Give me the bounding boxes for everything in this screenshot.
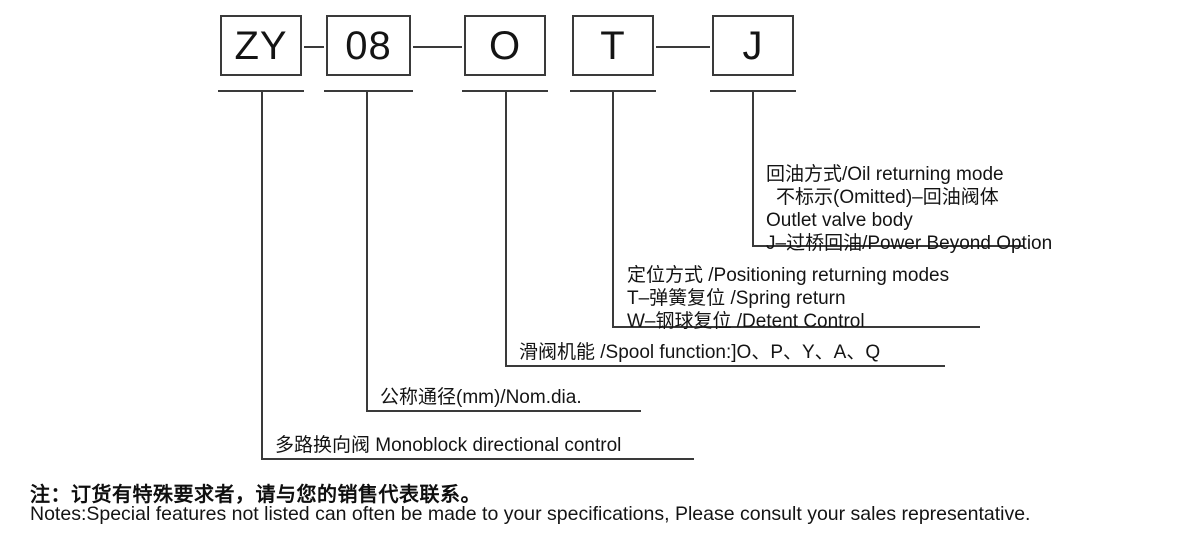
- annotation-line: 公称通径(mm)/Nom.dia.: [380, 387, 582, 408]
- underline-nominal-diameter: [366, 410, 641, 412]
- leader-line-spool-function: [505, 90, 507, 367]
- code-box-series: ZY: [220, 15, 302, 76]
- leader-line-nominal-diameter: [366, 90, 368, 412]
- annotation-line: Outlet valve body: [766, 210, 913, 231]
- annotation-nominal-diameter: 公称通径(mm)/Nom.dia.: [380, 386, 582, 409]
- annotation-line: T–弹簧复位 /Spring return: [627, 288, 846, 309]
- leader-line-positioning: [612, 90, 614, 328]
- connector-nominal-to-spool: [413, 46, 462, 48]
- underline-positioning-modes: [612, 326, 980, 328]
- code-box-spool-function: O: [464, 15, 546, 76]
- annotation-monoblock-directional-control: 多路换向阀 Monoblock directional control: [275, 434, 621, 457]
- annotation-line: 回油方式/Oil returning mode: [766, 164, 1004, 185]
- stub-bar-nominal-diameter: [324, 90, 413, 92]
- code-box-oil-return: J: [712, 15, 794, 76]
- connector-positioning-to-oil-return: [656, 46, 710, 48]
- underline-oil-returning-mode: [752, 245, 1024, 247]
- leader-line-oil-return: [752, 90, 754, 247]
- annotation-spool-function: 滑阀机能 /Spool function:]O、P、Y、A、Q: [519, 341, 880, 364]
- annotation-line: 滑阀机能 /Spool function:]O、P、Y、A、Q: [519, 342, 881, 363]
- note-english: Notes:Special features not listed can of…: [30, 503, 1031, 525]
- underline-spool-function: [505, 365, 945, 367]
- underline-monoblock-directional-control: [261, 458, 694, 460]
- leader-line-series: [261, 90, 263, 460]
- annotation-positioning-modes: 定位方式 /Positioning returning modes T–弹簧复位…: [627, 264, 949, 333]
- connector-series-to-nominal: [304, 46, 324, 48]
- code-box-nominal-diameter: 08: [326, 15, 411, 76]
- note-chinese: 注：订货有特殊要求者，请与您的销售代表联系。: [30, 484, 481, 506]
- annotation-line: 不标示(Omitted)–回油阀体: [776, 187, 999, 208]
- annotation-line: 多路换向阀 Monoblock directional control: [275, 435, 622, 456]
- annotation-line: J–过桥回油/Power Beyond Option: [766, 233, 1053, 254]
- annotation-line: 定位方式 /Positioning returning modes: [627, 265, 950, 286]
- code-box-positioning: T: [572, 15, 654, 76]
- annotation-line: W–钢球复位 /Detent Control: [627, 311, 865, 332]
- annotation-oil-returning-mode: 回油方式/Oil returning mode 不标示(Omitted)–回油阀…: [766, 163, 1052, 255]
